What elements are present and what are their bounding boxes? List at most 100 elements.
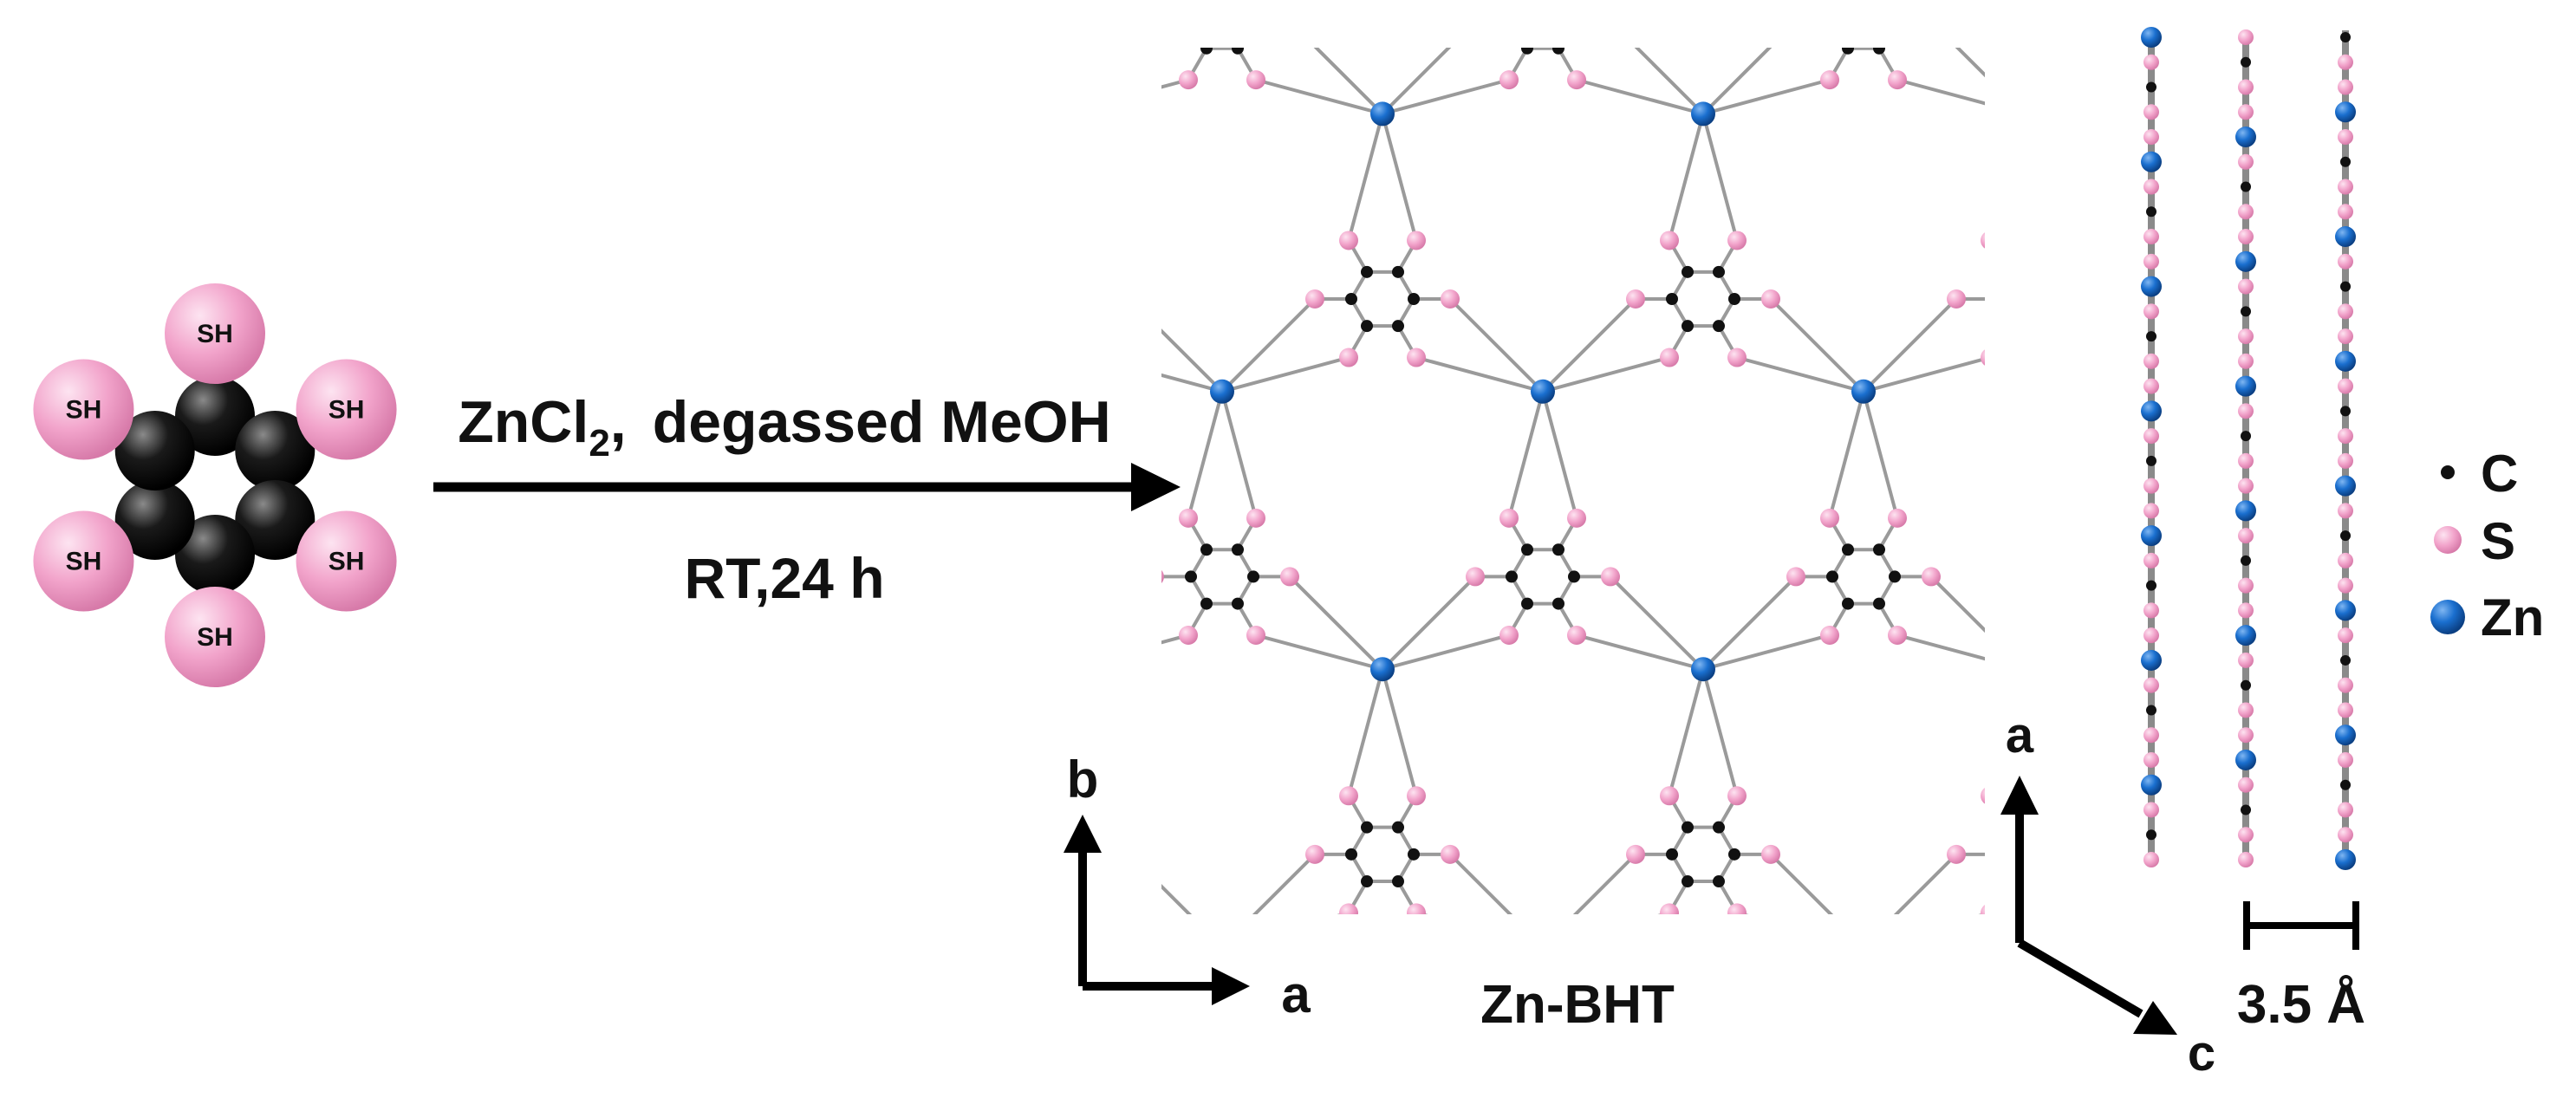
sh-label: SH: [329, 548, 365, 576]
lattice-zinc-atom: [1691, 657, 1715, 682]
lattice-carbon-atom: [1200, 48, 1213, 55]
lattice-bond: [1077, 326, 1096, 357]
lattice-bond: [1978, 912, 1985, 914]
side-sulfur-atom: [2143, 303, 2159, 320]
lattice-carbon-atom: [1232, 48, 1244, 55]
lattice-sulfur-atom: [1922, 567, 1941, 587]
lattice-sulfur-atom: [1888, 70, 1907, 90]
lattice-carbon-atom: [1682, 875, 1694, 888]
lattice-carbon-atom: [1873, 597, 1885, 610]
lattice-bond: [1381, 48, 1452, 115]
lattice-sulfur-atom: [2082, 845, 2101, 864]
lattice-carbon-atom: [1713, 265, 1725, 278]
side-sulfur-atom: [2238, 652, 2254, 668]
lattice-sulfur-atom: [1466, 12, 1485, 31]
lattice-bond: [1576, 78, 1704, 116]
side-carbon-atom: [2340, 281, 2351, 292]
lattice-sulfur-atom: [1246, 70, 1265, 90]
lattice-bond: [1572, 853, 1637, 914]
lattice-sulfur-atom: [2082, 289, 2101, 309]
lattice-bond: [1077, 240, 1096, 271]
lattice-bond: [1028, 240, 1046, 271]
lattice-sulfur-atom: [1305, 289, 1324, 309]
lattice-bond: [1381, 668, 1418, 796]
lattice-bond: [1288, 575, 1384, 671]
lattice-zinc-atom: [1210, 935, 1234, 959]
lattice-carbon-atom: [1552, 48, 1564, 55]
lattice-sulfur-atom: [1981, 788, 1985, 804]
side-zinc-atom: [2141, 151, 2162, 172]
lattice-bond: [1337, 911, 1350, 914]
lattice-bond: [1187, 391, 1224, 519]
side-carbon-atom: [2340, 779, 2351, 790]
lattice-sulfur-atom: [1727, 231, 1747, 250]
lattice-bond: [1077, 272, 1093, 299]
sh-group-sphere: [165, 283, 265, 384]
lattice-carbon-atom: [1889, 16, 1901, 28]
lattice-bond: [1557, 48, 1561, 49]
lattice-zinc-atom: [1210, 379, 1234, 404]
side-sulfur-atom: [2338, 751, 2353, 768]
side-sulfur-atom: [2238, 452, 2254, 469]
lattice-sulfur-atom: [1339, 231, 1358, 250]
lattice-sulfur-atom: [1120, 845, 1139, 864]
lattice-carbon-atom: [1568, 16, 1580, 28]
lattice-bond: [1031, 854, 1046, 881]
side-sulfur-atom: [2338, 677, 2353, 693]
lattice-bond: [1832, 0, 1848, 22]
lattice-bond: [1031, 299, 1046, 326]
side-sulfur-atom: [2338, 452, 2353, 469]
lattice-carbon-atom: [1826, 570, 1838, 583]
lattice-carbon-atom: [1666, 848, 1678, 861]
lattice-carbon-atom: [1247, 570, 1259, 583]
lattice-bond: [1990, 114, 2024, 240]
lattice-sulfur-atom: [1246, 508, 1265, 528]
stacked-layer-column: [2141, 27, 2162, 867]
side-sulfur-atom: [2338, 503, 2353, 519]
lattice-sulfur-atom: [1441, 289, 1460, 309]
lattice-bond: [1161, 633, 1189, 645]
zn-bht-lattice: [901, 0, 2196, 959]
legend-c-marker: [2441, 465, 2455, 479]
lattice-bond: [1769, 853, 1834, 914]
carbon-atom: [175, 515, 255, 594]
side-carbon-atom: [2241, 555, 2251, 566]
lattice-bond: [1701, 113, 1739, 241]
sh-label: SH: [197, 320, 233, 348]
side-zinc-atom: [2141, 774, 2162, 796]
lattice-sulfur-atom: [1086, 903, 1105, 922]
lattice-bond: [1609, 575, 1705, 671]
lattice-bond: [1736, 911, 1749, 914]
lattice-zinc-atom: [2172, 935, 2196, 959]
lattice-bond: [1993, 828, 2008, 854]
lattice-bond: [901, 358, 1028, 392]
side-sulfur-atom: [2338, 253, 2353, 270]
side-sulfur-atom: [2238, 827, 2254, 843]
lattice-carbon-atom: [1713, 875, 1725, 888]
lattice-sulfur-atom: [1179, 70, 1198, 90]
stacking-side-view: [2141, 27, 2356, 870]
lattice-carbon-atom: [1713, 821, 1725, 834]
side-sulfur-atom: [2238, 403, 2254, 419]
lattice-bond: [1381, 575, 1477, 671]
side-sulfur-atom: [2143, 428, 2159, 445]
side-sulfur-atom: [2338, 552, 2353, 568]
lattice-sulfur-atom: [1018, 903, 1038, 922]
lattice-bond: [1558, 0, 1574, 22]
side-sulfur-atom: [2338, 204, 2353, 220]
side-sulfur-atom: [2143, 104, 2159, 120]
lattice-carbon-atom: [2033, 822, 2046, 834]
lattice-bond: [1668, 113, 1705, 241]
lattice-bond: [1701, 575, 1798, 671]
legend-s-marker: [2434, 526, 2462, 554]
lattice-bond: [1221, 355, 1350, 393]
lattice-bond: [1031, 828, 1046, 854]
lattice-bond: [1993, 272, 2008, 299]
legend-c-label: C: [2481, 445, 2518, 503]
lattice-carbon-atom: [1345, 293, 1357, 305]
lattice-sulfur-atom: [1145, 12, 1164, 31]
side-zinc-atom: [2235, 127, 2256, 148]
lattice-carbon-atom: [1506, 570, 1518, 583]
axis-b-label: b: [1067, 750, 1099, 809]
